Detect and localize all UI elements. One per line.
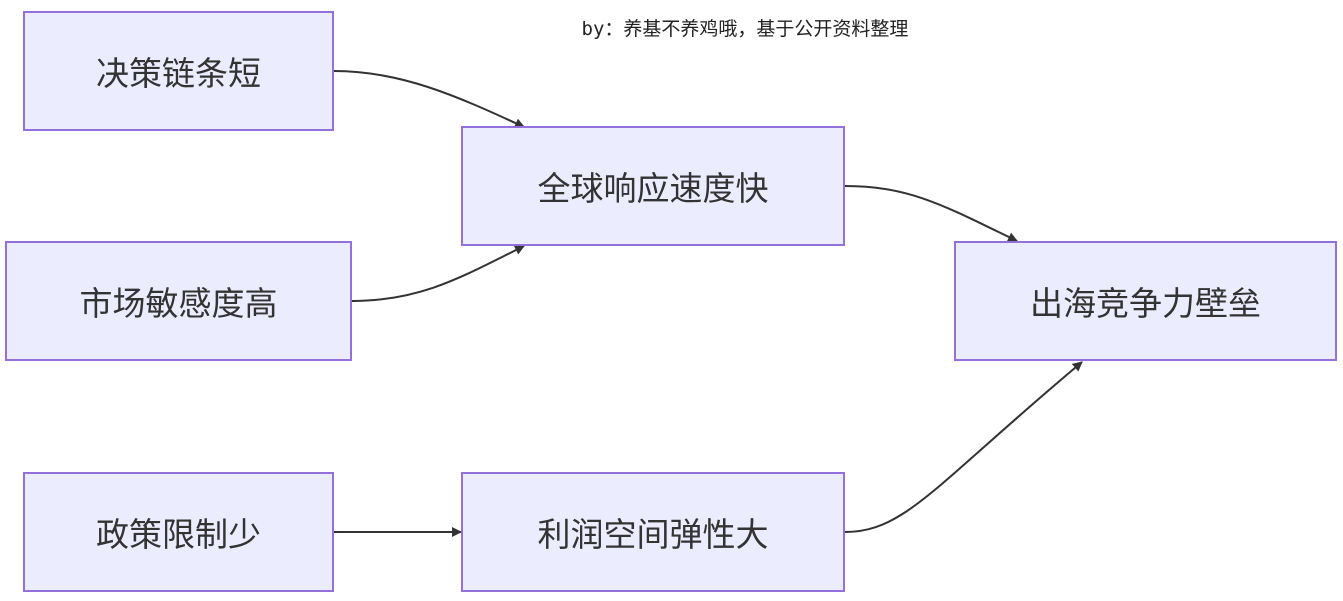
node-overseas-moat: 出海竞争力壁垒: [954, 241, 1337, 361]
node-market-sensitivity: 市场敏感度高: [5, 241, 352, 361]
edge-profit-elasticity-to-overseas-moat: [844, 361, 1083, 533]
node-global-response: 全球响应速度快: [461, 126, 845, 246]
edge-global-response-to-overseas-moat: [844, 185, 1018, 242]
node-decision-chain: 决策链条短: [23, 11, 334, 131]
edge-market-sensitivity-to-global-response: [351, 245, 525, 302]
node-profit-elasticity: 利润空间弹性大: [461, 472, 845, 592]
edge-decision-chain-to-global-response: [333, 70, 525, 128]
node-policy-limits: 政策限制少: [23, 472, 334, 592]
credit-caption: by：养基不养鸡哦，基于公开资料整理: [581, 18, 909, 40]
